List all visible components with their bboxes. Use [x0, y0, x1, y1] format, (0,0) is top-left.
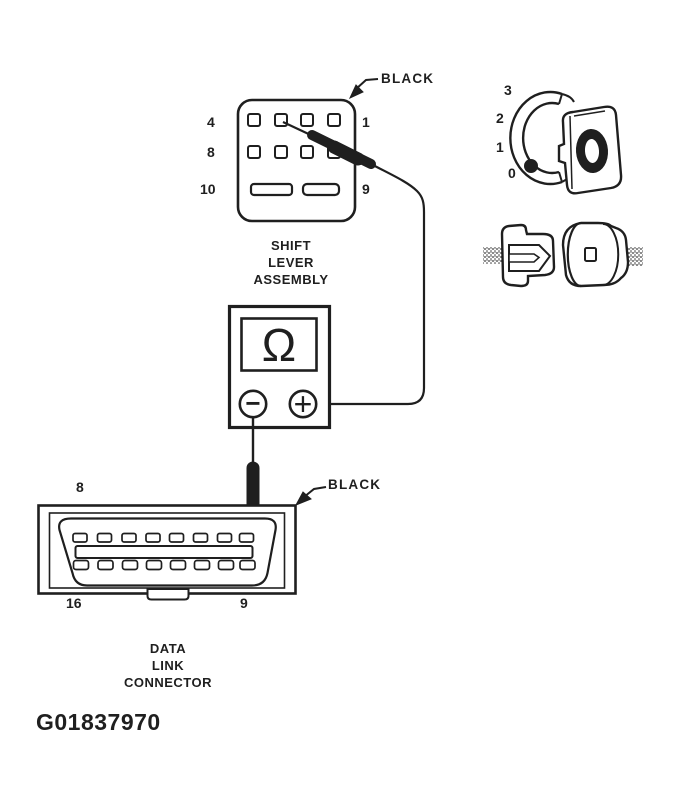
- connector-slot: [301, 182, 341, 197]
- shift-lever-pin-row-3: [249, 182, 341, 197]
- dlc-pin: [239, 559, 256, 571]
- wire-color-label-top: BLACK: [381, 71, 435, 86]
- caption-line: SHIFT: [270, 238, 312, 253]
- caption-line: CONNECTOR: [123, 675, 213, 690]
- ohmmeter: Ω − +: [227, 304, 332, 430]
- connector-pin: [247, 113, 261, 127]
- omega-symbol: Ω: [262, 319, 296, 371]
- caption-line: ASSEMBLY: [253, 272, 329, 287]
- shift-lever-caption: SHIFT LEVER ASSEMBLY: [226, 237, 356, 288]
- shift-lever-pin-label-1: 1: [362, 114, 370, 130]
- dlc-pin: [145, 559, 163, 571]
- wire-color-label-bottom: BLACK: [328, 477, 382, 492]
- dlc-pin: [121, 532, 137, 543]
- test-probe-positive: [282, 121, 376, 169]
- dlc-alignment-tab: [146, 588, 190, 601]
- male-terminal-fork-notch: [508, 253, 541, 263]
- positive-lead-wire: [317, 163, 426, 406]
- dlc-pin: [145, 532, 161, 543]
- positive-terminal: [288, 389, 318, 419]
- dlc-pin-row-bottom: [72, 559, 256, 571]
- shift-lever-pin-label-10: 10: [200, 181, 216, 197]
- caption-line: DATA: [149, 641, 187, 656]
- negative-terminal-symbol: −: [245, 388, 260, 418]
- dlc-pin: [97, 559, 114, 571]
- dlc-pin: [72, 532, 88, 543]
- black-callout-bottom-arrow: [294, 486, 327, 506]
- connector-pin: [300, 145, 314, 159]
- inline-connector-pair: [483, 221, 643, 288]
- female-connector-end-cap: [566, 221, 582, 288]
- connector-pin: [274, 145, 288, 159]
- dlc-pin-label-8: 8: [76, 479, 84, 495]
- dlc-key-bar: [74, 545, 254, 559]
- caption-line: LEVER: [268, 255, 314, 270]
- key-head-depth-line: [573, 110, 606, 117]
- key-position-label-0: 0: [508, 165, 516, 181]
- connector-pin: [327, 113, 341, 127]
- negative-terminal: [238, 389, 268, 419]
- shift-lever-pin-label-8: 8: [207, 144, 215, 160]
- dlc-pin: [96, 532, 113, 543]
- dlc-pin: [72, 559, 90, 571]
- wire-stub-left: [483, 247, 503, 264]
- dlc-pin: [217, 559, 235, 571]
- data-link-connector: [37, 504, 297, 601]
- dlc-caption: DATA LINK CONNECTOR: [108, 640, 228, 691]
- dlc-pin: [169, 559, 187, 571]
- key-bezel-outer-arc: [509, 90, 563, 186]
- key-bezel-inner-arc: [521, 101, 560, 175]
- dlc-pin-label-16: 16: [66, 595, 82, 611]
- dlc-pin: [193, 559, 211, 571]
- ignition-key-cylinder: [509, 90, 623, 195]
- figure-id: G01837970: [36, 709, 161, 735]
- black-callout-top-arrow: [348, 78, 379, 100]
- wire-stub-right: [625, 247, 643, 266]
- female-connector-slot: [584, 247, 597, 262]
- dlc-pin-row-top: [72, 532, 255, 543]
- dlc-pin: [238, 532, 255, 543]
- dlc-pin-label-9: 9: [240, 595, 248, 611]
- dlc-pin: [121, 559, 139, 571]
- shift-lever-pin-label-4: 4: [207, 114, 215, 130]
- key-head-depth-line: [569, 115, 573, 190]
- dlc-pin: [168, 532, 185, 543]
- dlc-pin: [216, 532, 233, 543]
- key-slot-zero-mark: [575, 129, 609, 173]
- ohmmeter-display: [240, 317, 318, 372]
- connector-pin: [247, 145, 261, 159]
- caption-line: LINK: [151, 658, 185, 673]
- dlc-pin: [192, 532, 209, 543]
- key-position-label-2: 2: [496, 110, 504, 126]
- shift-lever-pin-row-1: [247, 113, 341, 127]
- positive-terminal-symbol: +: [294, 386, 313, 422]
- female-connector-divider: [602, 223, 620, 286]
- key-position-label-1: 1: [496, 139, 504, 155]
- connector-pin: [300, 113, 314, 127]
- key-position-label-3: 3: [504, 82, 512, 98]
- connector-slot: [249, 182, 294, 197]
- shift-lever-pin-label-9: 9: [362, 181, 370, 197]
- key-position-indicator-dot: [524, 159, 538, 173]
- shift-lever-connector: [236, 98, 357, 223]
